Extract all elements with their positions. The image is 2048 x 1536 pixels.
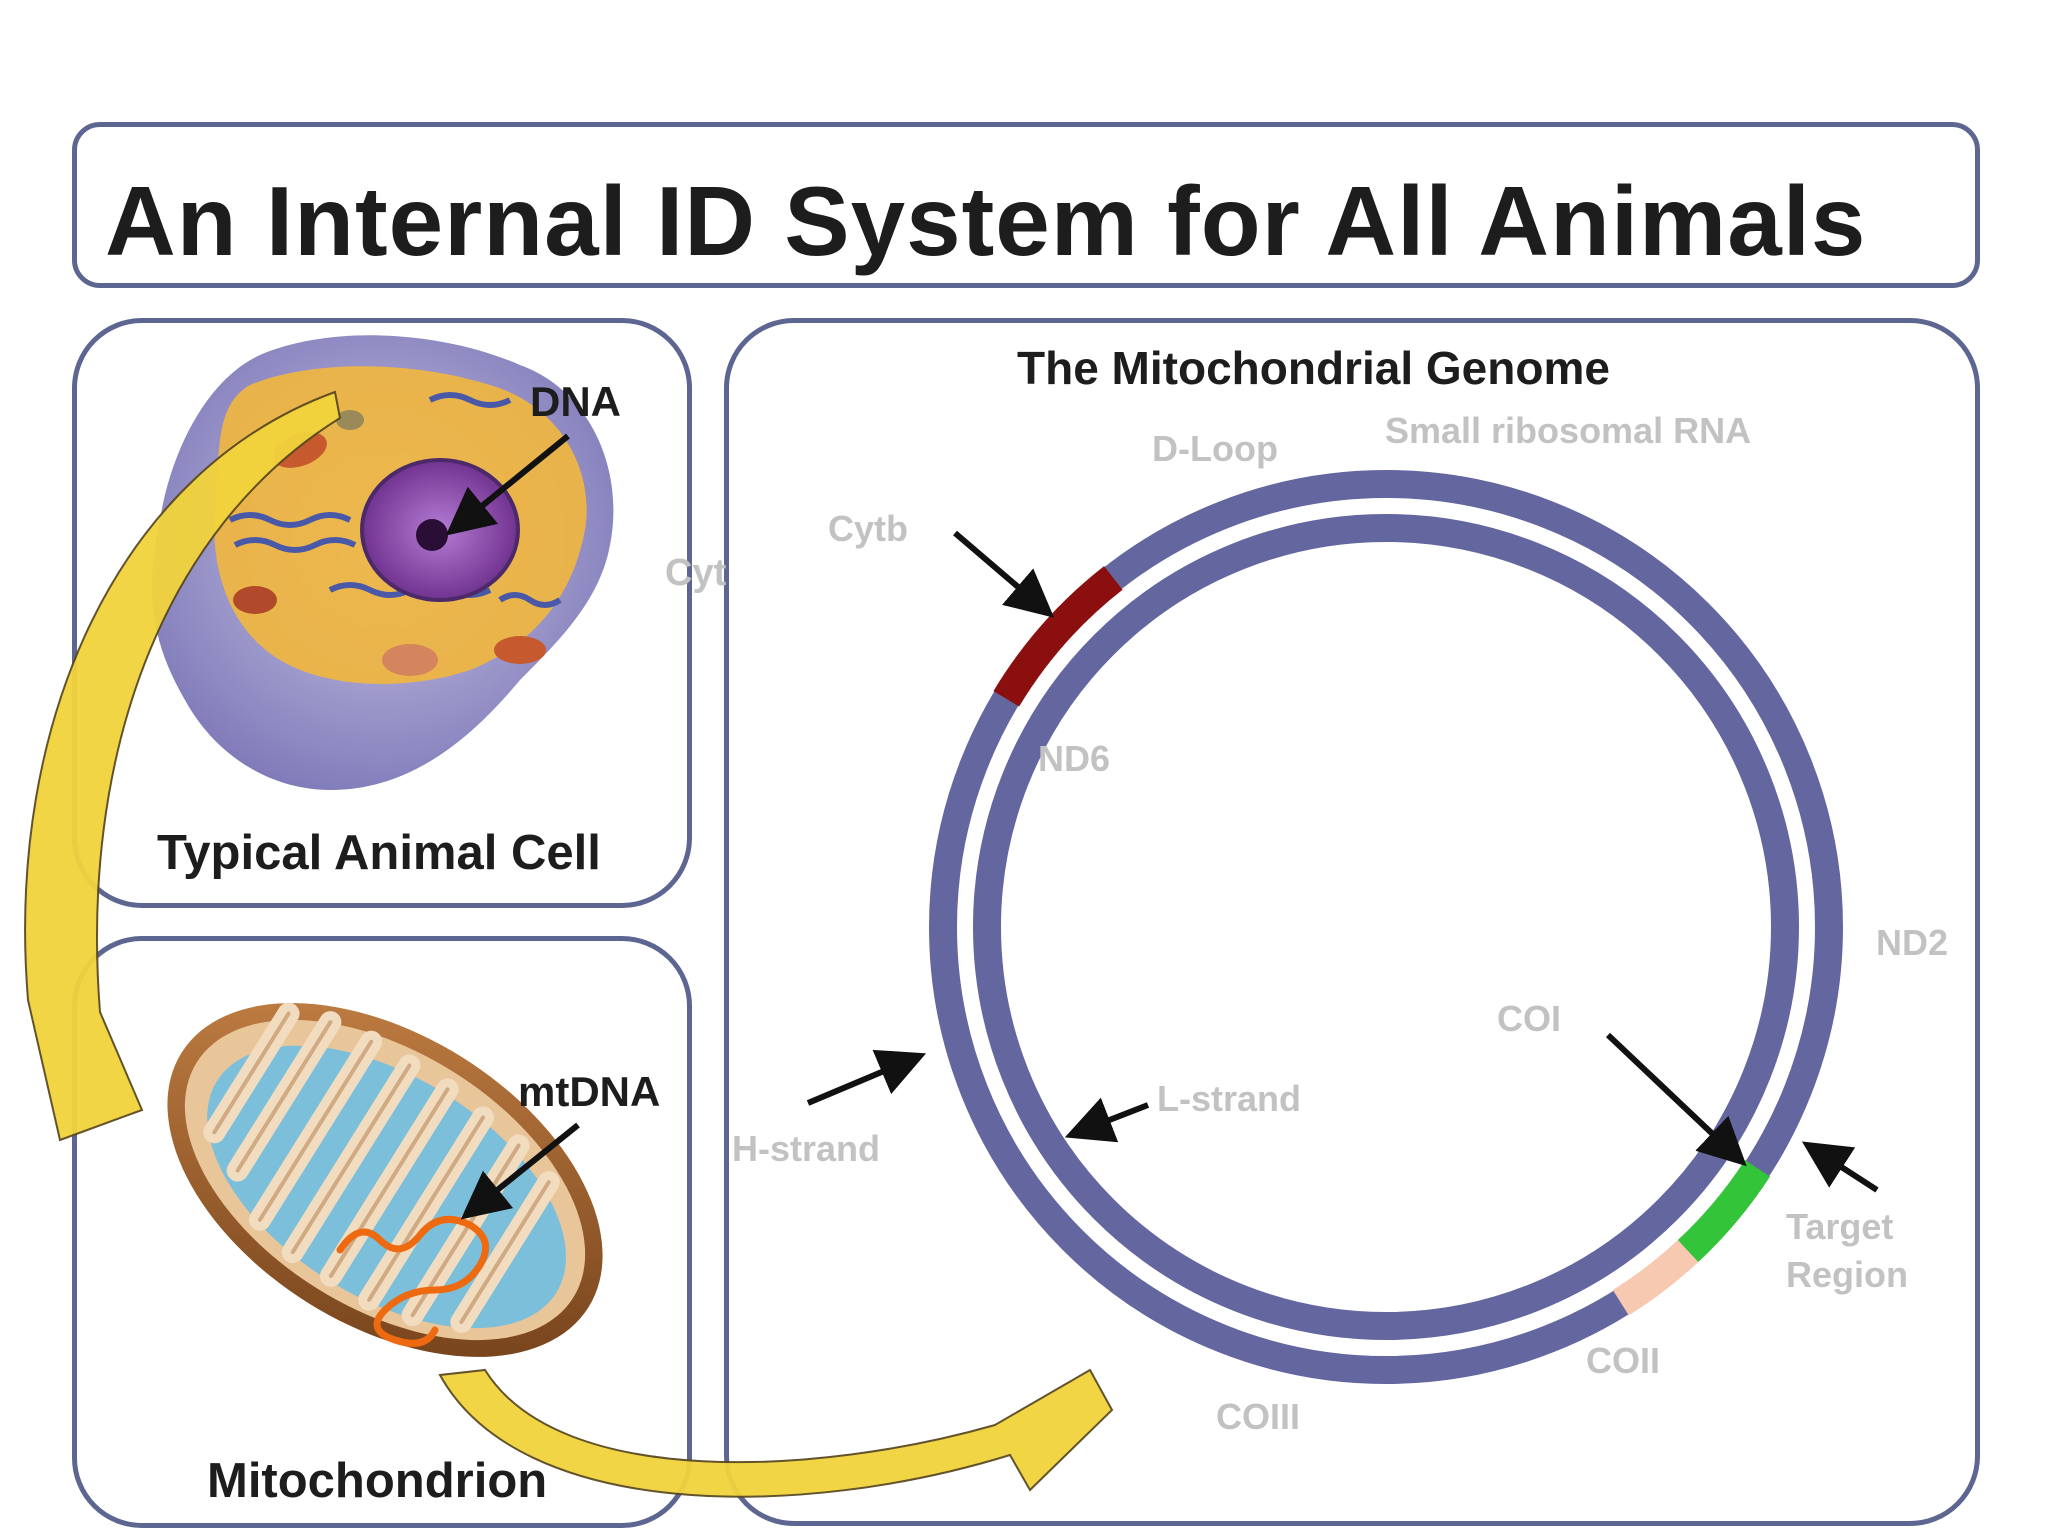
mitochondrion-caption: Mitochondrion (207, 1454, 548, 1508)
mtdna-pointer-arrow (460, 1122, 580, 1220)
cytb-pointer-arrow (953, 530, 1055, 618)
region-label: Region (1786, 1254, 1908, 1295)
cell-caption: Typical Animal Cell (157, 826, 601, 880)
target-region-segment (1677, 1160, 1771, 1262)
cytb-segment (993, 566, 1123, 707)
mtdna-label: mtDNA (518, 1068, 661, 1115)
coiii-label: COIII (1216, 1396, 1301, 1437)
genome-ring (929, 470, 1843, 1384)
l-strand-pointer-arrow (1064, 1097, 1150, 1143)
coii-label: COII (1586, 1340, 1661, 1381)
coi-pointer-arrow (1605, 1032, 1747, 1167)
h-strand-pointer-arrow (806, 1049, 927, 1106)
dna-label: DNA (530, 378, 621, 425)
small-ribosomal-rna-label: Small ribosomal RNA (1385, 410, 1752, 451)
pointer-arrows (445, 433, 1879, 1220)
title-banner: An Internal ID System for All Animals (72, 122, 1980, 288)
nd2-label: ND2 (1876, 922, 1949, 963)
cytoplasm-label-cropped: Cyt (665, 552, 727, 594)
page-title: An Internal ID System for All Animals (105, 166, 1867, 276)
coi-segment (1612, 1239, 1699, 1316)
l-strand-label: L-strand (1157, 1078, 1301, 1119)
h-strand-label: H-strand (732, 1128, 881, 1169)
d-loop-label: D-Loop (1152, 428, 1278, 469)
mitochondrion-illustration (167, 1002, 603, 1357)
coi-label: COI (1497, 998, 1562, 1039)
target-pointer-arrow (1801, 1141, 1879, 1193)
genome-title: The Mitochondrial Genome (1017, 342, 1610, 394)
dna-pointer-arrow (445, 433, 570, 536)
nd6-label: ND6 (1038, 738, 1111, 779)
target-label: Target (1786, 1206, 1894, 1247)
connector-arrow-icon (24, 390, 1114, 1498)
cytb-label: Cytb (828, 508, 908, 549)
